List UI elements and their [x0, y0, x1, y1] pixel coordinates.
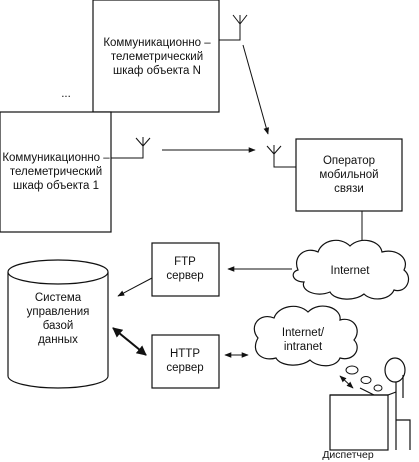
cabinet-n-line-2: телеметрический	[110, 51, 204, 63]
cabinet-n-line-3: шкаф объекта N	[113, 65, 201, 77]
operator-line-1: Оператор	[322, 155, 376, 167]
internet-label: Internet	[330, 265, 370, 277]
antenna-icon	[219, 14, 248, 41]
antenna-icon	[266, 145, 296, 168]
operator-box	[295, 138, 403, 212]
arrow-ftp-to-database	[117, 277, 153, 297]
operator-line-2: мобильной	[319, 169, 379, 181]
intranet-cloud-shape	[253, 305, 358, 367]
thought-bubbles	[345, 365, 383, 392]
operator-label: Оператор мобильной связи	[319, 154, 378, 196]
arrow-intranet-dispatcher	[339, 375, 354, 389]
dispatcher-label: Диспетчер	[322, 449, 374, 461]
cabinet-1-line-1: Коммуникационно –	[2, 152, 110, 164]
http-label: HTTP сервер	[166, 347, 203, 375]
cabinet-n-line-1: Коммуникационно –	[103, 37, 211, 49]
intranet-label: Internet/ intranet	[282, 326, 324, 354]
cabinet-1-line-2: телеметрический	[9, 166, 103, 178]
cabinet-1-box	[0, 111, 112, 233]
arrow-database-http	[112, 327, 147, 356]
cabinet-1-line-3: шкаф объекта 1	[12, 180, 100, 192]
operator-line-3: связи	[334, 183, 364, 195]
cabinet-n-label: Коммуникационно – телеметрический шкаф о…	[103, 36, 210, 78]
intranet-line-1: Internet/	[281, 327, 325, 339]
cabinet-1-label: Коммуникационно – телеметрический шкаф о…	[2, 151, 109, 193]
ftp-line-2: сервер	[166, 270, 204, 282]
database-cylinder-shape	[7, 259, 109, 389]
ellipsis-label: ...	[61, 88, 71, 100]
http-line-1: HTTP	[169, 348, 201, 360]
internet-cloud-shape	[292, 239, 409, 300]
ftp-line-1: FTP	[174, 256, 196, 268]
http-box	[151, 334, 220, 389]
database-line-3: базой	[42, 320, 74, 332]
database-label: Система управления базой данных	[27, 291, 90, 347]
cabinet-n-box	[92, 0, 220, 113]
ftp-label: FTP сервер	[166, 255, 203, 283]
database-line-1: Система	[34, 292, 82, 304]
person-at-desk-icon	[329, 357, 411, 451]
intranet-line-2: intranet	[283, 341, 323, 353]
arrow-cabinet-n-to-operator	[242, 44, 269, 135]
database-line-2: управления	[26, 306, 90, 318]
antenna-icon	[111, 137, 151, 159]
ftp-box	[151, 242, 220, 297]
database-line-4: данных	[38, 334, 78, 346]
http-line-2: сервер	[166, 362, 204, 374]
